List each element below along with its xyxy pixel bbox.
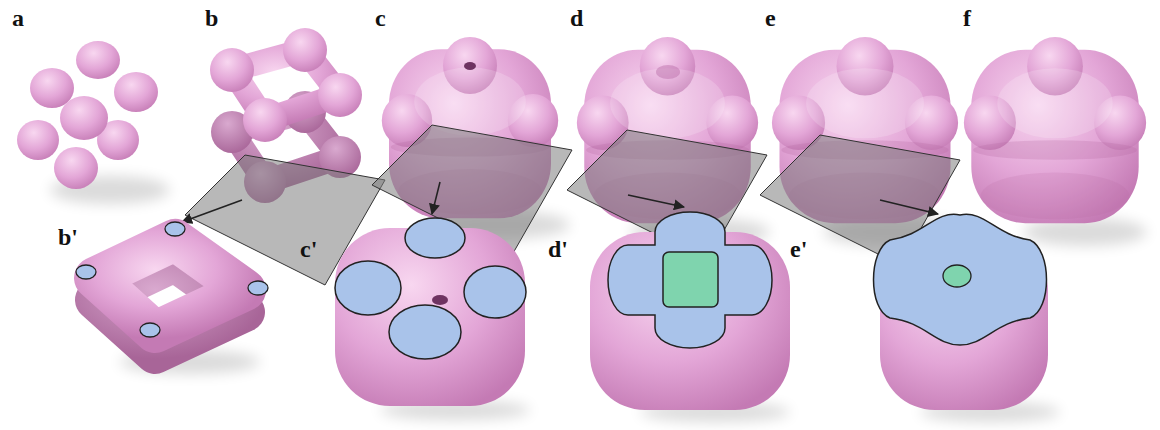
panel-label: d' <box>548 236 568 263</box>
blob-structure <box>964 37 1146 223</box>
panel-label: b' <box>58 224 78 251</box>
ring-section <box>76 222 268 354</box>
panel-label: e' <box>790 236 807 263</box>
panel-label: d <box>570 5 583 32</box>
panel-label: b <box>205 5 218 32</box>
blob-structure-upper <box>772 37 958 146</box>
blob-structure-upper <box>577 37 758 142</box>
quatrefoil-section <box>874 214 1049 410</box>
cross-section <box>590 212 790 410</box>
panel-label: c <box>375 5 386 32</box>
panel-label: f <box>963 5 971 32</box>
panel-label: c' <box>300 236 317 263</box>
pointer-arrow <box>182 182 938 222</box>
panel-label: e <box>765 5 776 32</box>
blob-structure-upper <box>382 37 558 140</box>
hole <box>464 62 476 70</box>
panel-label: a <box>12 5 24 32</box>
dimple <box>656 65 680 79</box>
lobed-section <box>335 218 526 406</box>
ring-structure-upper <box>210 28 362 142</box>
lobe-cluster <box>17 41 158 189</box>
